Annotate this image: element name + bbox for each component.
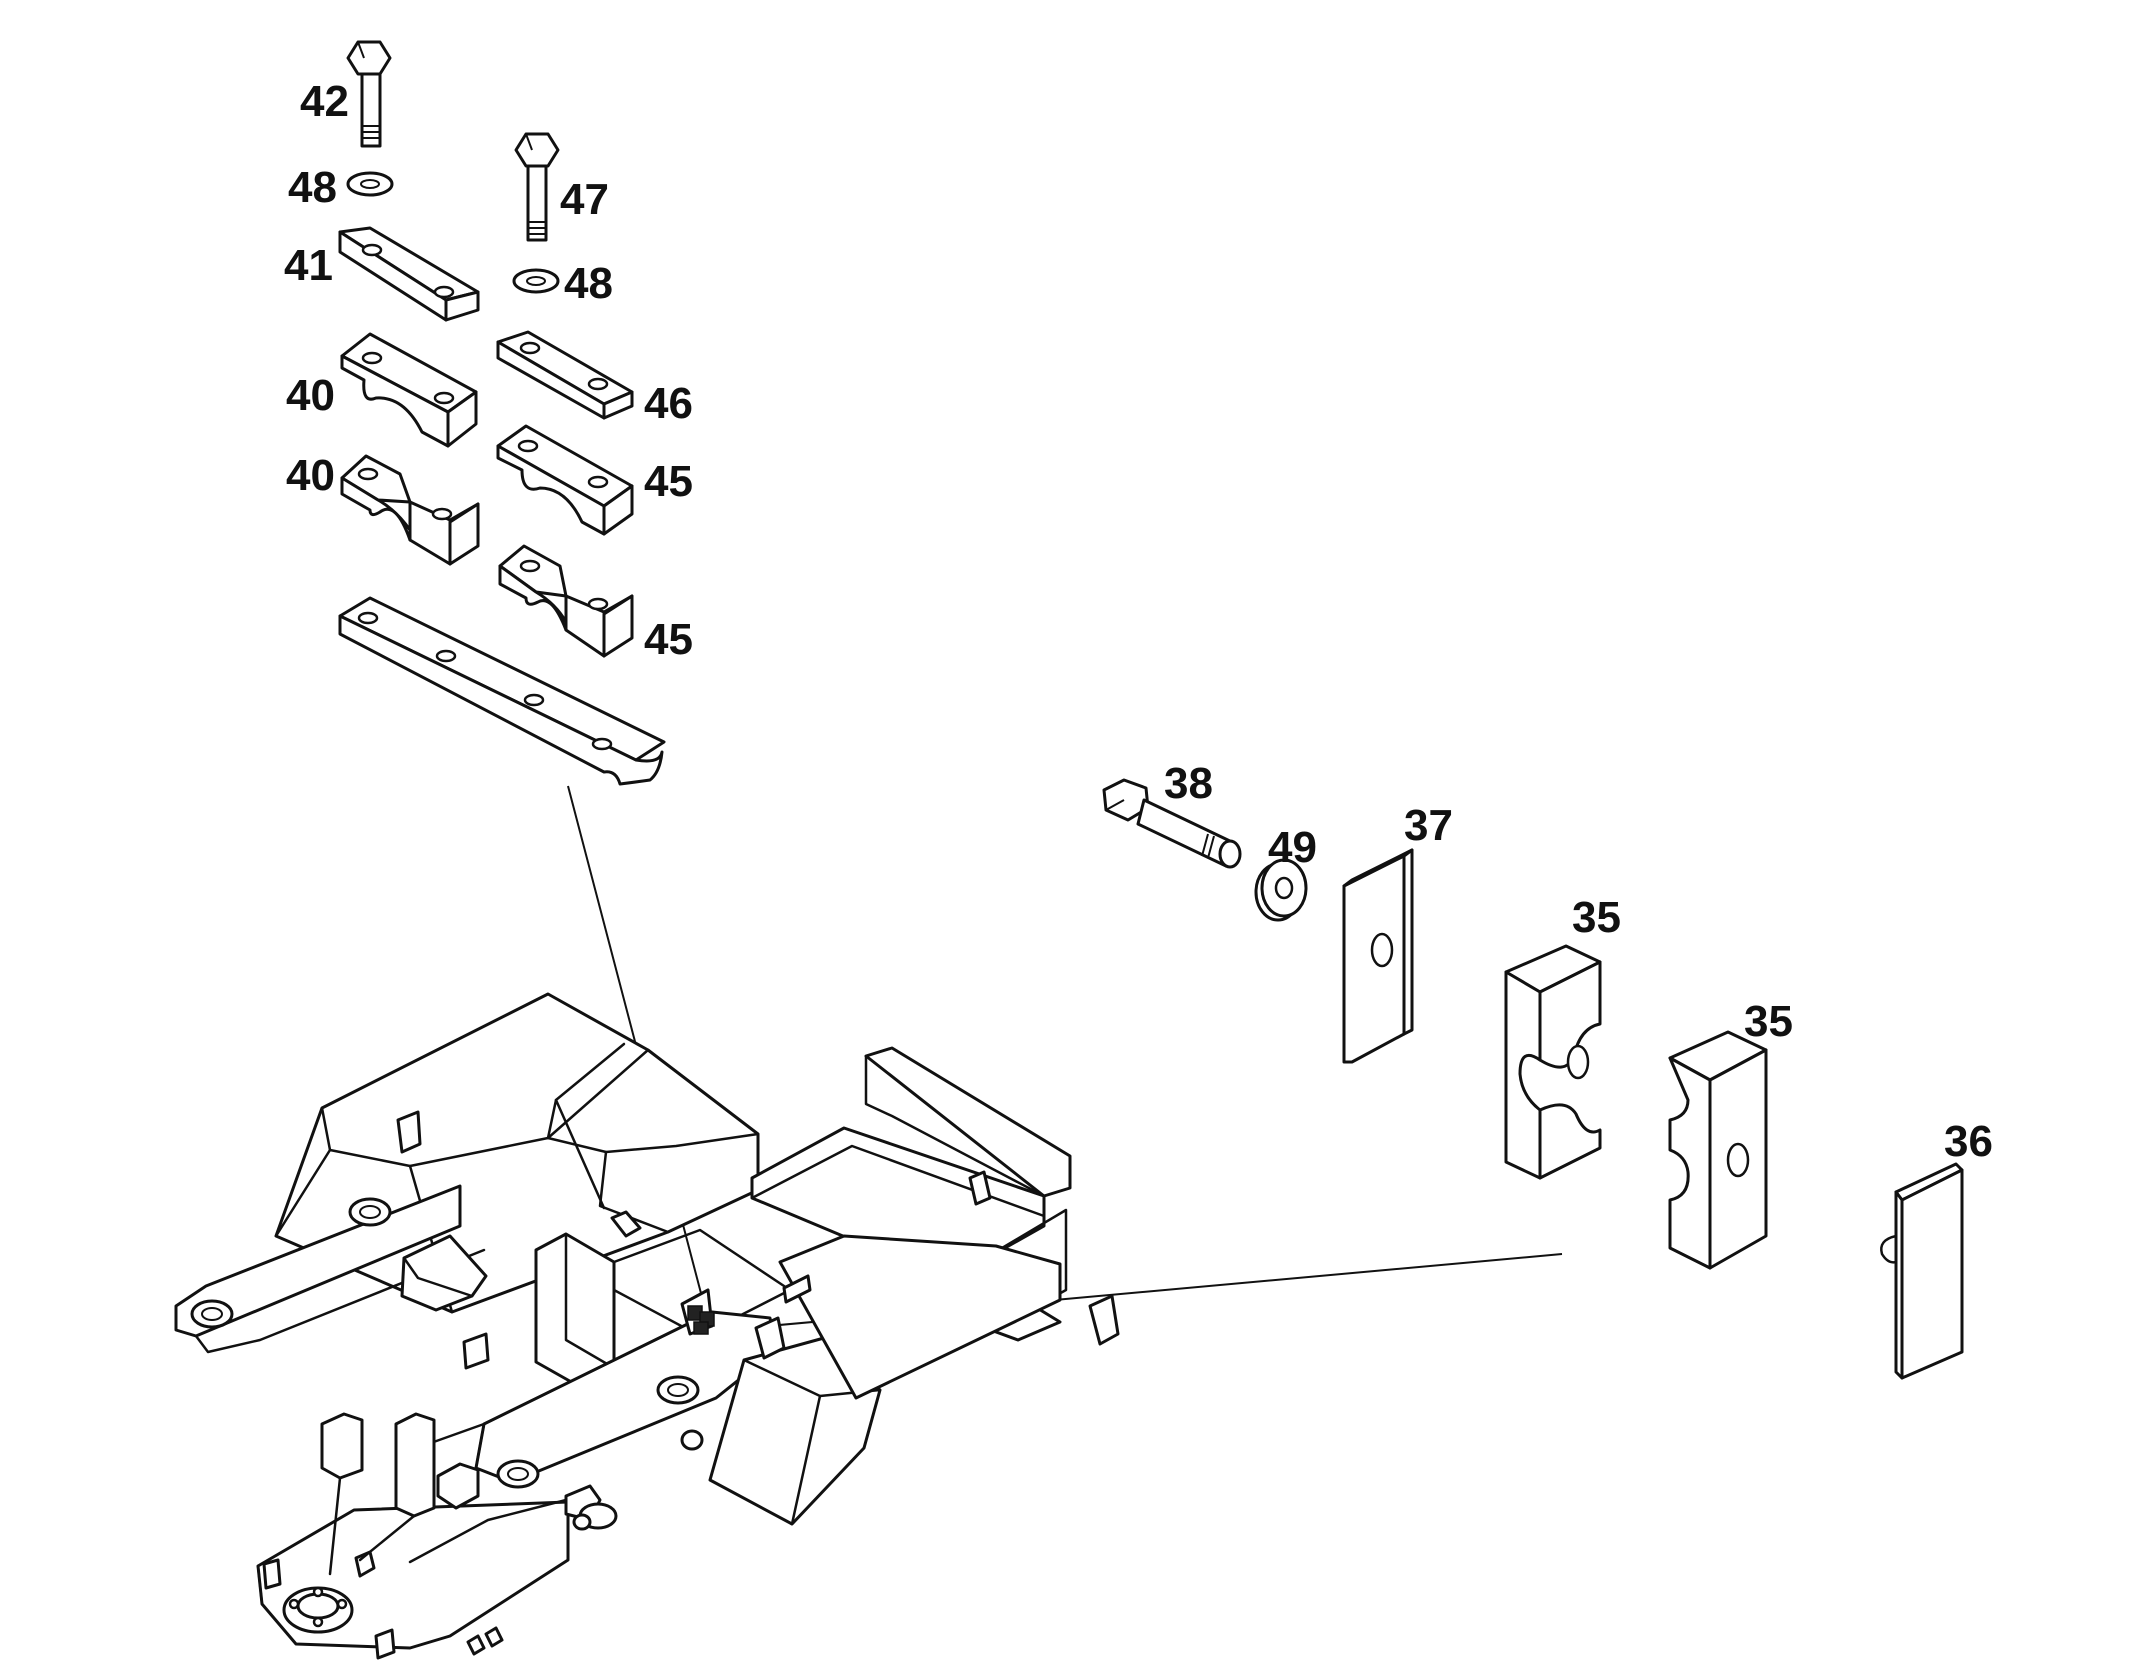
part-label-36: 36	[1944, 1117, 1993, 1166]
part-label-35-upper: 35	[1572, 893, 1621, 942]
washer-48-lower	[512, 268, 560, 294]
part-label-46: 46	[644, 379, 693, 428]
plate-46	[496, 330, 634, 420]
bolt-38	[1102, 778, 1242, 869]
clamp-block-35-upper	[1504, 944, 1602, 1180]
plate-41	[338, 226, 480, 322]
main-chassis-frame	[174, 992, 1120, 1660]
clamp-block-35-lower	[1668, 1030, 1768, 1270]
part-label-41: 41	[284, 241, 333, 290]
washer-49	[1254, 858, 1308, 922]
part-label-45-lower: 45	[644, 615, 693, 664]
part-label-38: 38	[1164, 759, 1213, 808]
washer-48-upper	[346, 171, 394, 197]
part-label-45-upper: 45	[644, 457, 693, 506]
part-label-48-lower: 48	[564, 259, 613, 308]
part-label-37: 37	[1404, 801, 1453, 850]
part-label-47: 47	[560, 175, 609, 224]
part-label-42: 42	[300, 77, 349, 126]
part-label-40-upper: 40	[286, 371, 335, 420]
part-label-40-lower: 40	[286, 451, 335, 500]
plate-37	[1342, 848, 1414, 1064]
clamp-block-40-lower	[340, 454, 480, 566]
long-bar-strip	[338, 596, 666, 786]
clamp-block-45-upper	[496, 424, 634, 536]
bolt-47	[514, 132, 560, 242]
part-label-48-upper: 48	[288, 163, 337, 212]
clamp-block-45-lower	[498, 544, 634, 658]
part-label-35-lower: 35	[1744, 997, 1793, 1046]
part-label-49: 49	[1268, 823, 1317, 872]
bolt-42	[346, 40, 392, 148]
plate-36	[1880, 1162, 1964, 1380]
clamp-block-40-upper	[340, 332, 478, 448]
